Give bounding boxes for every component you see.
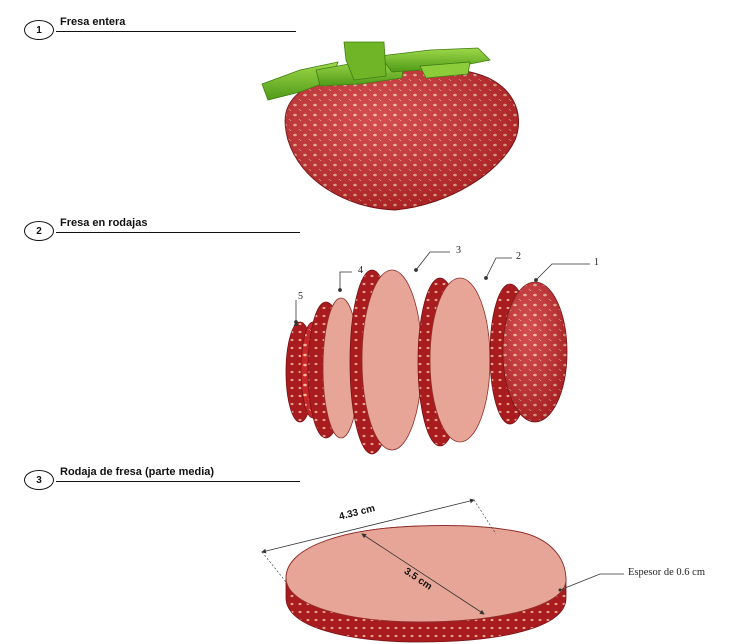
slice-label-5: 5 <box>298 291 303 302</box>
section-title-2: Fresa en rodajas <box>60 217 147 229</box>
section-title-3: Rodaja de fresa (parte media) <box>60 466 214 478</box>
thickness-label: Espesor de 0.6 cm <box>628 567 705 578</box>
middle-slice-illustration <box>262 500 624 642</box>
section-number-3: 3 <box>24 470 54 490</box>
whole-strawberry-illustration <box>262 42 519 210</box>
section-number-2: 2 <box>24 221 54 241</box>
slice-label-4: 4 <box>358 265 363 276</box>
slice-label-3: 3 <box>456 245 461 256</box>
slice-label-1: 1 <box>594 257 599 268</box>
slice-label-2: 2 <box>516 251 521 262</box>
sliced-strawberry-illustration <box>286 270 567 454</box>
section-rule-3 <box>56 481 300 482</box>
section-title-1: Fresa entera <box>60 16 125 28</box>
section-rule-2 <box>56 232 300 233</box>
section-number-1: 1 <box>24 20 54 40</box>
section-rule-1 <box>56 31 296 32</box>
